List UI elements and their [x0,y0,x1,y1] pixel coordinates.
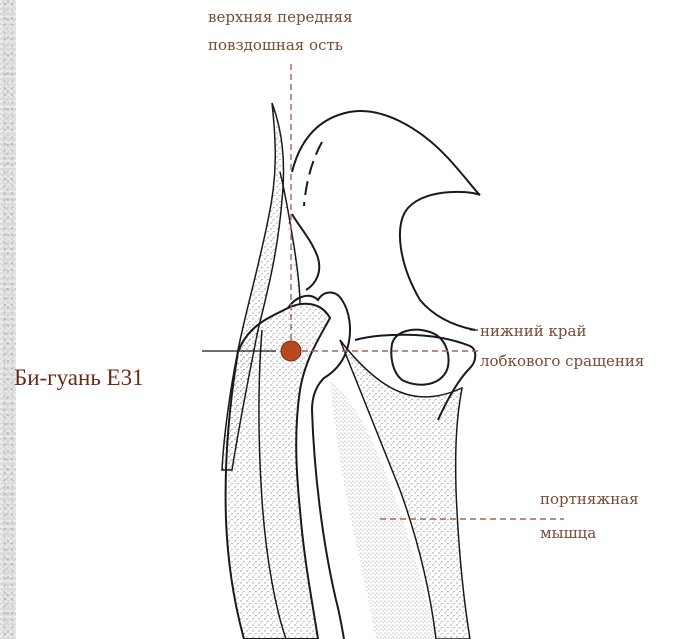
thigh-outline [226,304,330,639]
sartorius-label-line1: портняжная [540,488,639,510]
acupoint-name-label: Би-гуань E31 [14,364,144,392]
sartorius-label-line2: мышца [540,522,596,544]
asis-label-line1: верхняя передняя [208,6,353,28]
acupoint-marker [281,341,301,361]
iliac-rim [280,172,300,304]
pubic-label-line1: нижний край [480,320,586,342]
iliac-notch [292,214,319,290]
pubic-label-line2: лобкового сращения [480,350,644,372]
ilium-inner-contour [304,142,322,206]
asis-label-line2: повздошная ость [208,34,343,56]
